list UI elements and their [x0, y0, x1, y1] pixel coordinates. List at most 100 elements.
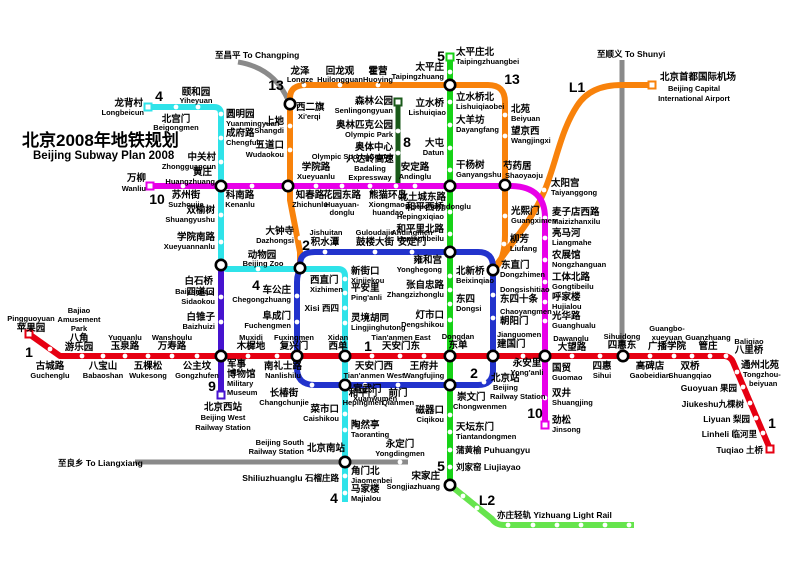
- station-liufang: [501, 241, 507, 247]
- station-label-yuanmingyuan-0: 圆明园: [226, 109, 255, 120]
- station-label-tuqiao-0: Tuqiao 土桥: [716, 445, 763, 455]
- station-beiyuan: [502, 112, 508, 118]
- station-shuangqiao: [689, 353, 695, 359]
- station-label-tongzhou-beiyuan-2: beiyuan: [749, 379, 778, 388]
- station-label-tiantandongmen-1: Tiantandongmen: [456, 432, 517, 441]
- station-beixinqiao: [447, 273, 453, 279]
- station-label-ciqikou-0: 磁器口: [415, 404, 444, 416]
- station-label-wudaokou-1: Wudaokou: [246, 150, 285, 159]
- station-label-yiheyuan-0: 颐和园: [182, 86, 211, 98]
- station-label-gongzhufen-1: Gongzhufen: [175, 371, 219, 380]
- station-label-muxidi-1: 木樨地: [236, 340, 266, 352]
- station-label-dawanglu-1: 大望路: [558, 341, 587, 353]
- station-label-guangbo-xueyuan-0: Guangbo-: [649, 324, 685, 333]
- station-label-yonghegong-1: Yonghegong: [397, 265, 443, 274]
- station-label-dengshikou-0: 灯市口: [415, 309, 444, 321]
- station-label-andinglu-1: Andinglu: [399, 172, 432, 181]
- station-label-chongwenmen-1: Chongwenmen: [453, 402, 507, 411]
- line-L1: [490, 82, 652, 272]
- station-label-huilongguan-0: 回龙观: [326, 65, 355, 77]
- station-label-badaling-expressway-1: Badaling: [354, 164, 386, 173]
- station-label-fuchengmen-1: Fuchengmen: [244, 321, 291, 330]
- station-label-guomao-1: Guomao: [552, 373, 583, 382]
- station-fuxingmen: [290, 349, 304, 363]
- station-label-beixinqiao-0: 北新桥: [456, 265, 485, 277]
- station-label-beijing-zoo-1: Beijing Zoo: [243, 259, 284, 268]
- station-label-guanzhuang-0: Guanzhuang: [685, 333, 731, 342]
- station-label-hepingxiqiao-0: 和平西桥: [405, 201, 445, 213]
- station-wudaokou: [287, 147, 293, 153]
- station-label-baliqiao-0: Baliqiao: [734, 337, 764, 346]
- station-beigongmen: [173, 104, 179, 110]
- station-shaoyaoju: [498, 178, 512, 192]
- station-label-pingguoyuan-1: 苹果园: [17, 322, 46, 334]
- station-label-tiananmen-east-0: Tian'anmen East: [371, 333, 431, 342]
- station-label-lishuiqiaobei-0: 立水桥北: [456, 91, 495, 103]
- station-label-dazhongsi-0: 大钟寺: [265, 225, 294, 237]
- station-label-zhangzizhonglu-0: 张自忠路: [406, 279, 445, 291]
- station-label-longbeicun-0: 龙背村: [113, 97, 143, 109]
- station-label-taoranting-0: 陶然亭: [351, 419, 380, 431]
- station-label-dazhongsi-1: Dazhongsi: [256, 236, 294, 245]
- station-label-pinganli-1: Ping'anli: [351, 293, 382, 302]
- station-label-muxidi-0: Muxidi: [239, 333, 263, 342]
- station-jiaomenbei: [342, 473, 348, 479]
- station-label-baishiqiao-0: 白石桥: [184, 275, 213, 287]
- station-yonghegong: [443, 245, 457, 259]
- station-label-gongzhufen-0: 公主坟: [183, 360, 212, 372]
- line-badge-4-7: 4: [330, 490, 338, 506]
- station-label-zhongguancun-0: 中关村: [187, 151, 216, 163]
- station-label-gaobeidian-0: 高碑店: [636, 360, 665, 372]
- station-label-shiliuzhuanglu-0: Shiliuzhuanglu 石榴庄路: [242, 473, 339, 483]
- station-label-xizhimen-0: 西直门: [310, 274, 339, 286]
- station-label-xuanwumen-0: 宣武门: [353, 383, 382, 395]
- station-dongdan: [443, 349, 457, 363]
- station-label-dongsishitiao-1: 东四十条: [500, 293, 539, 305]
- station-label-beigongmen-0: 北宫门: [162, 113, 191, 125]
- station-label-tiananmen-west-0: 天安门西: [355, 360, 394, 372]
- station-label-hepingmen-1: Hepingmen: [343, 398, 384, 407]
- station-label-jiaomenbei-1: Jiaomenbei: [351, 476, 392, 485]
- station-dengshikou: [447, 317, 453, 323]
- station-label-yuquanlu-1: 玉泉路: [111, 340, 140, 352]
- station-label-yonganli-0: 永安里: [512, 357, 542, 369]
- station-label-baishiqiao-1: Baishiqiao: [175, 287, 213, 296]
- station-label-dayangfang-0: 大羊坊: [456, 114, 485, 126]
- station-label-yongdingmen-0: 永定门: [385, 438, 415, 450]
- station-label-songjiazhuang-1: Songjiazhuang: [387, 482, 441, 491]
- station-label-huayuandonglu-2: donglu: [330, 208, 355, 217]
- station-label-guchenglu-0: 古城路: [36, 360, 65, 372]
- station-label-maizizhanxilu-1: Maizizhanxilu: [552, 217, 601, 226]
- station-label-xierqi-0: 西二旗: [296, 101, 325, 113]
- line-badge-10-13: 10: [527, 405, 543, 421]
- station-label-xinjiekou-0: 新街口: [351, 265, 380, 277]
- station-label-beijing-railway-2: Railway Station: [490, 392, 546, 401]
- station-label-chongwenmen-0: 崇文门: [457, 391, 486, 403]
- station-badaling-expressway: [367, 183, 373, 189]
- station-tiantandongmen: [447, 429, 453, 435]
- station-label-ciqikou-1: Ciqikou: [417, 415, 445, 424]
- station-maizizhanxilu: [542, 215, 548, 221]
- station-label-gongtibeilu-1: Gongtibeilu: [552, 282, 594, 291]
- station-guchenglu: [47, 346, 53, 352]
- station-label-taipingzhuang-1: Taipingzhuang: [392, 72, 445, 81]
- station-label-dongzhimen-0: 东直门: [501, 259, 530, 271]
- station-label-chengfulu-0: 成府路: [226, 127, 255, 139]
- station-label-hujialou-0: 呼家楼: [552, 291, 581, 303]
- station-label-wukesong-1: Wukesong: [129, 371, 167, 380]
- station-xisi: [342, 305, 348, 311]
- station-caishikou: [342, 411, 348, 417]
- station-wangfujing: [421, 353, 427, 359]
- station-label-fuxingmen-1: 复兴门: [279, 340, 309, 352]
- station-label-taiyanggong-0: 太阳宫: [551, 177, 580, 189]
- station-label-kenanlu-1: Kenanlu: [225, 200, 255, 209]
- station-label-nongzhanguan-0: 农展馆: [551, 249, 581, 261]
- station-label-hepinglibeilu-1: Hepinglibeilu: [397, 234, 445, 243]
- station-label-zhongguancun-1: Zhongguancun: [162, 162, 217, 171]
- line-badge-13-15: 13: [504, 71, 520, 87]
- station-label-caishikou-1: Caishikou: [303, 414, 339, 423]
- station-yongdingmen: [397, 459, 403, 465]
- station-lingjinghutong: [342, 320, 348, 326]
- station-label-beijing-south-railway-1: Railway Station: [249, 447, 305, 456]
